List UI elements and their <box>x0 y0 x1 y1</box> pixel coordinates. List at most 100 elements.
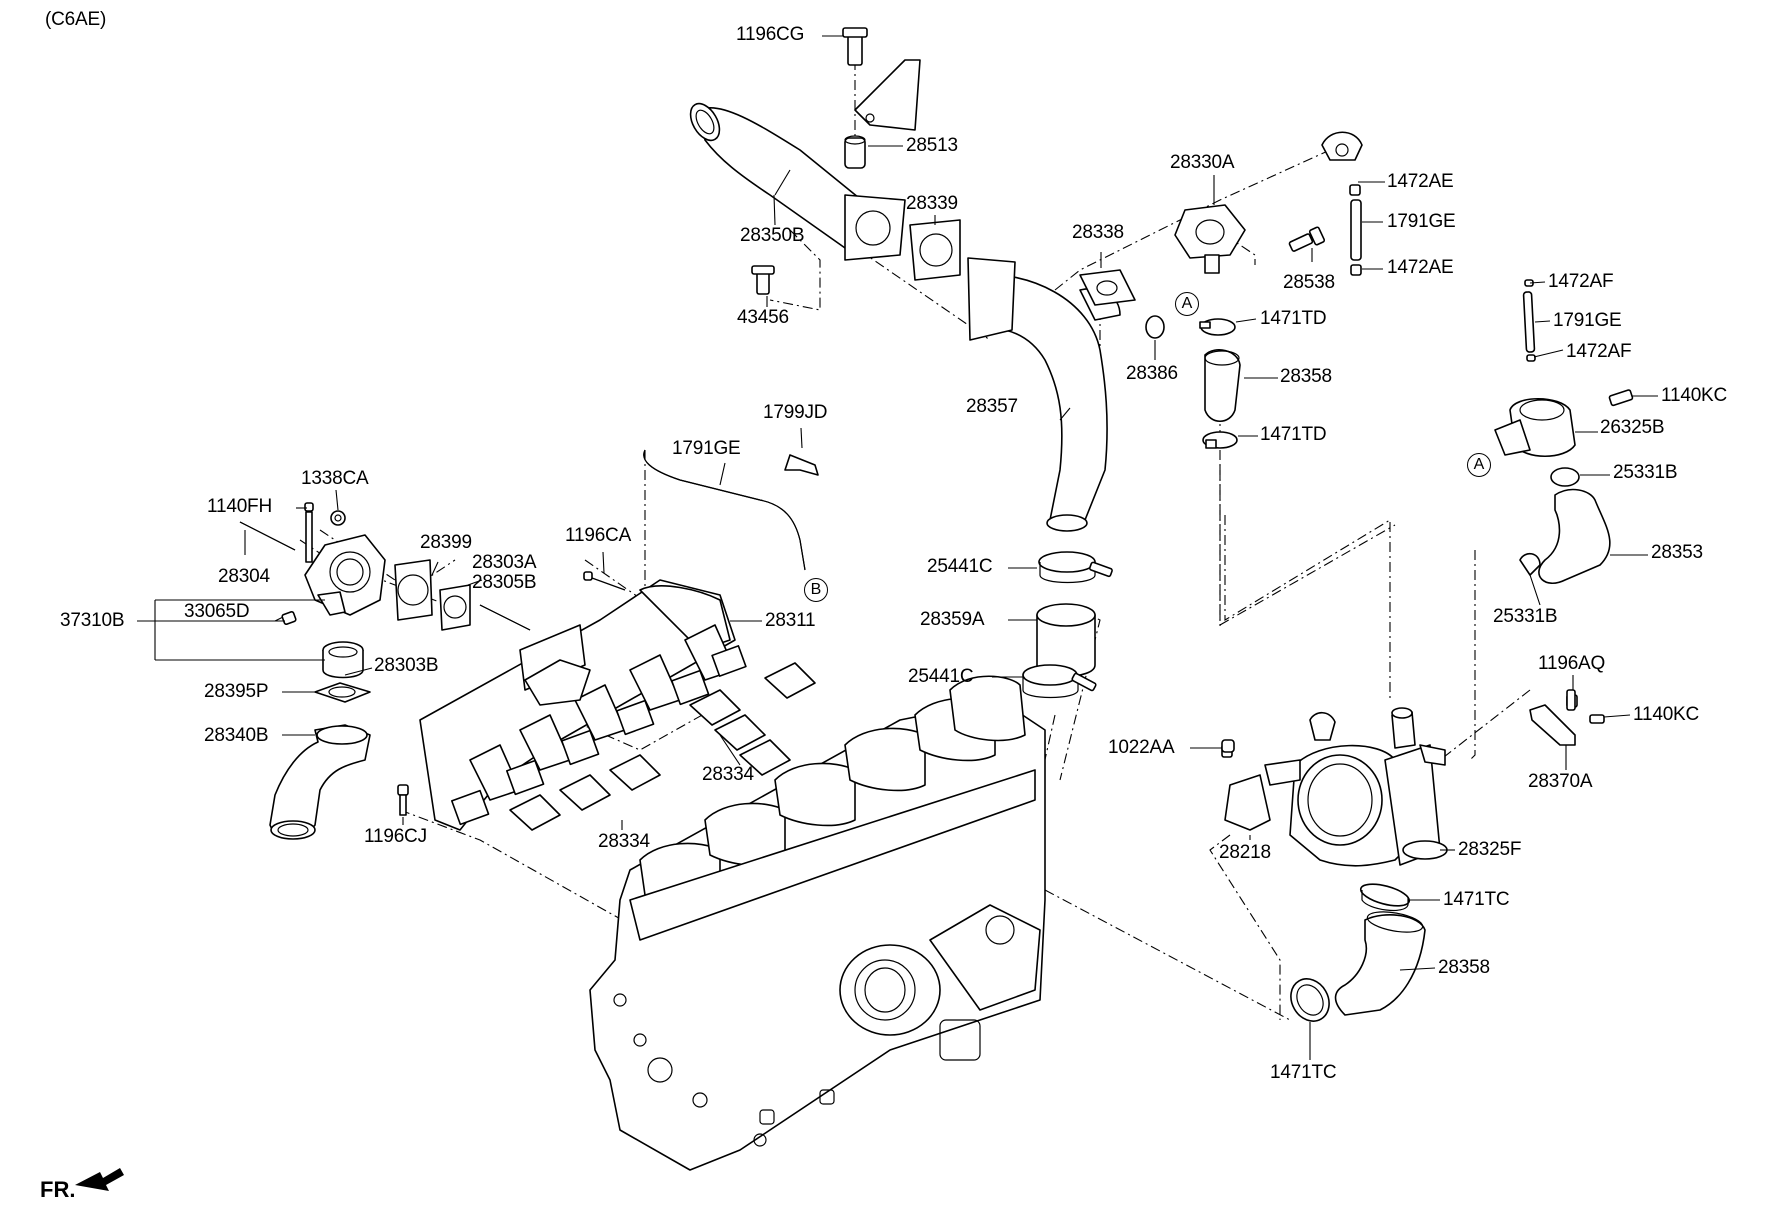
part-label[interactable]: 1196CA <box>565 525 632 546</box>
front-arrow-icon <box>75 1168 124 1191</box>
part-label[interactable]: 37310B <box>60 610 125 631</box>
egr-valve-body <box>304 534 386 616</box>
part-label[interactable]: 1471TC <box>1443 889 1510 910</box>
part-label[interactable]: 28358 <box>1280 366 1332 387</box>
part-label[interactable]: 1140FH <box>207 496 272 517</box>
part-label[interactable]: 28330A <box>1170 152 1235 173</box>
part-label[interactable]: 28339 <box>906 193 958 214</box>
intake-manifold-28311 <box>419 579 747 831</box>
part-label[interactable]: 25441C <box>927 556 993 577</box>
connector-mark-a: A <box>1467 453 1491 477</box>
part-label[interactable]: 28304 <box>218 566 270 587</box>
clamp-1471td-upper <box>1199 318 1236 336</box>
part-label[interactable]: 28359A <box>920 609 985 630</box>
part-label[interactable]: 28303A <box>472 552 537 573</box>
gasket-28399 <box>394 559 433 621</box>
part-label[interactable]: 1140KC <box>1661 385 1728 406</box>
bracket-28218 <box>1221 744 1271 831</box>
hose-28353 <box>1538 488 1611 585</box>
front-indicator: FR. <box>40 1177 76 1202</box>
gaskets-28334-upper <box>689 662 816 776</box>
part-label[interactable]: 28305B <box>472 572 537 593</box>
part-label[interactable]: 25331B <box>1613 462 1678 483</box>
leader-lines <box>137 35 1658 1060</box>
part-label[interactable]: 28386 <box>1126 363 1178 384</box>
part-label[interactable]: 1140KC <box>1633 704 1700 725</box>
part-label[interactable]: 43456 <box>737 307 789 328</box>
sleeve-28359a <box>1036 603 1096 678</box>
bolt-43456 <box>751 265 775 295</box>
part-label[interactable]: 1471TD <box>1260 424 1327 445</box>
part-label[interactable]: 28325F <box>1458 839 1522 860</box>
elbow-28340b <box>269 724 371 840</box>
part-label[interactable]: 28338 <box>1072 222 1124 243</box>
part-label[interactable]: 28513 <box>906 135 958 156</box>
part-label[interactable]: 1022AA <box>1108 737 1175 758</box>
part-label[interactable]: 1196CJ <box>364 826 427 847</box>
part-label[interactable]: 28303B <box>374 655 439 676</box>
clamp-1471td-lower <box>1202 431 1238 449</box>
clamp-1471tc-lower <box>1290 978 1330 1022</box>
part-label[interactable]: 1791GE <box>1553 310 1622 331</box>
gasket-28339 <box>909 219 961 281</box>
screw-33065d <box>281 611 297 625</box>
valve-top-right <box>1321 131 1363 276</box>
part-label[interactable]: 28350B <box>740 225 805 246</box>
part-label[interactable]: 28357 <box>966 396 1018 417</box>
part-label[interactable]: 1472AE <box>1387 171 1454 192</box>
part-label[interactable]: 28370A <box>1528 771 1593 792</box>
engine-block <box>589 675 1046 1171</box>
gasket-28395p <box>314 682 371 703</box>
part-label[interactable]: 1471TD <box>1260 308 1327 329</box>
clamp-25441c-upper <box>1038 551 1113 584</box>
seal-ring-37310b <box>322 641 364 679</box>
connector-mark-a: A <box>1175 292 1199 316</box>
part-label[interactable]: 1472AE <box>1387 257 1454 278</box>
gaskets-28334-lower <box>509 754 661 831</box>
part-label[interactable]: 28353 <box>1651 542 1703 563</box>
part-label[interactable]: 28538 <box>1283 272 1335 293</box>
part-label[interactable]: 1791GE <box>672 438 741 459</box>
part-label[interactable]: 1472AF <box>1566 341 1632 362</box>
housing-28325f <box>1264 707 1448 867</box>
part-label[interactable]: 28399 <box>420 532 472 553</box>
bolt-28538 <box>1288 226 1326 252</box>
clamp-25331b-lower <box>1519 552 1541 576</box>
bolt-1196cj <box>397 784 409 816</box>
part-label[interactable]: 1799JD <box>763 402 828 423</box>
part-label[interactable]: 28334 <box>598 831 650 852</box>
part-label[interactable]: 1196AQ <box>1538 653 1606 674</box>
part-label[interactable]: 25441C <box>908 666 974 687</box>
nut-1338ca <box>330 510 346 526</box>
part-label[interactable]: 33065D <box>184 601 250 622</box>
bolt-1196ca <box>583 571 626 591</box>
part-label[interactable]: 1471TC <box>1270 1062 1337 1083</box>
part-label[interactable]: 28334 <box>702 764 754 785</box>
part-label[interactable]: 28395P <box>204 681 269 702</box>
part-label[interactable]: 26325B <box>1600 417 1665 438</box>
spacer-28513 <box>844 135 866 169</box>
o-ring-28386 <box>1145 315 1165 339</box>
part-label[interactable]: 28218 <box>1219 842 1271 863</box>
hose-28358-lower <box>1334 911 1426 1016</box>
connector-mark-b: B <box>804 578 828 602</box>
clamp-25331b-upper <box>1550 467 1580 487</box>
part-label[interactable]: 25331B <box>1493 606 1558 627</box>
part-label[interactable]: 28358 <box>1438 957 1490 978</box>
charge-air-pipe-28350b <box>689 102 906 261</box>
part-label[interactable]: 28340B <box>204 725 269 746</box>
gasket-28338 <box>1079 269 1136 306</box>
part-label[interactable]: 1472AF <box>1548 271 1614 292</box>
housing-28330a <box>1174 204 1246 274</box>
bolt-1140fh <box>304 502 314 563</box>
part-label[interactable]: 1338CA <box>301 468 369 489</box>
model-code: (C6AE) <box>45 9 107 30</box>
gasket-28303b <box>439 584 471 631</box>
part-label[interactable]: 1196CG <box>736 24 805 45</box>
hose-28358-upper <box>1204 349 1241 423</box>
bracket-top <box>842 27 921 131</box>
part-label[interactable]: 1791GE <box>1387 211 1456 232</box>
part-label[interactable]: 28311 <box>765 610 816 631</box>
